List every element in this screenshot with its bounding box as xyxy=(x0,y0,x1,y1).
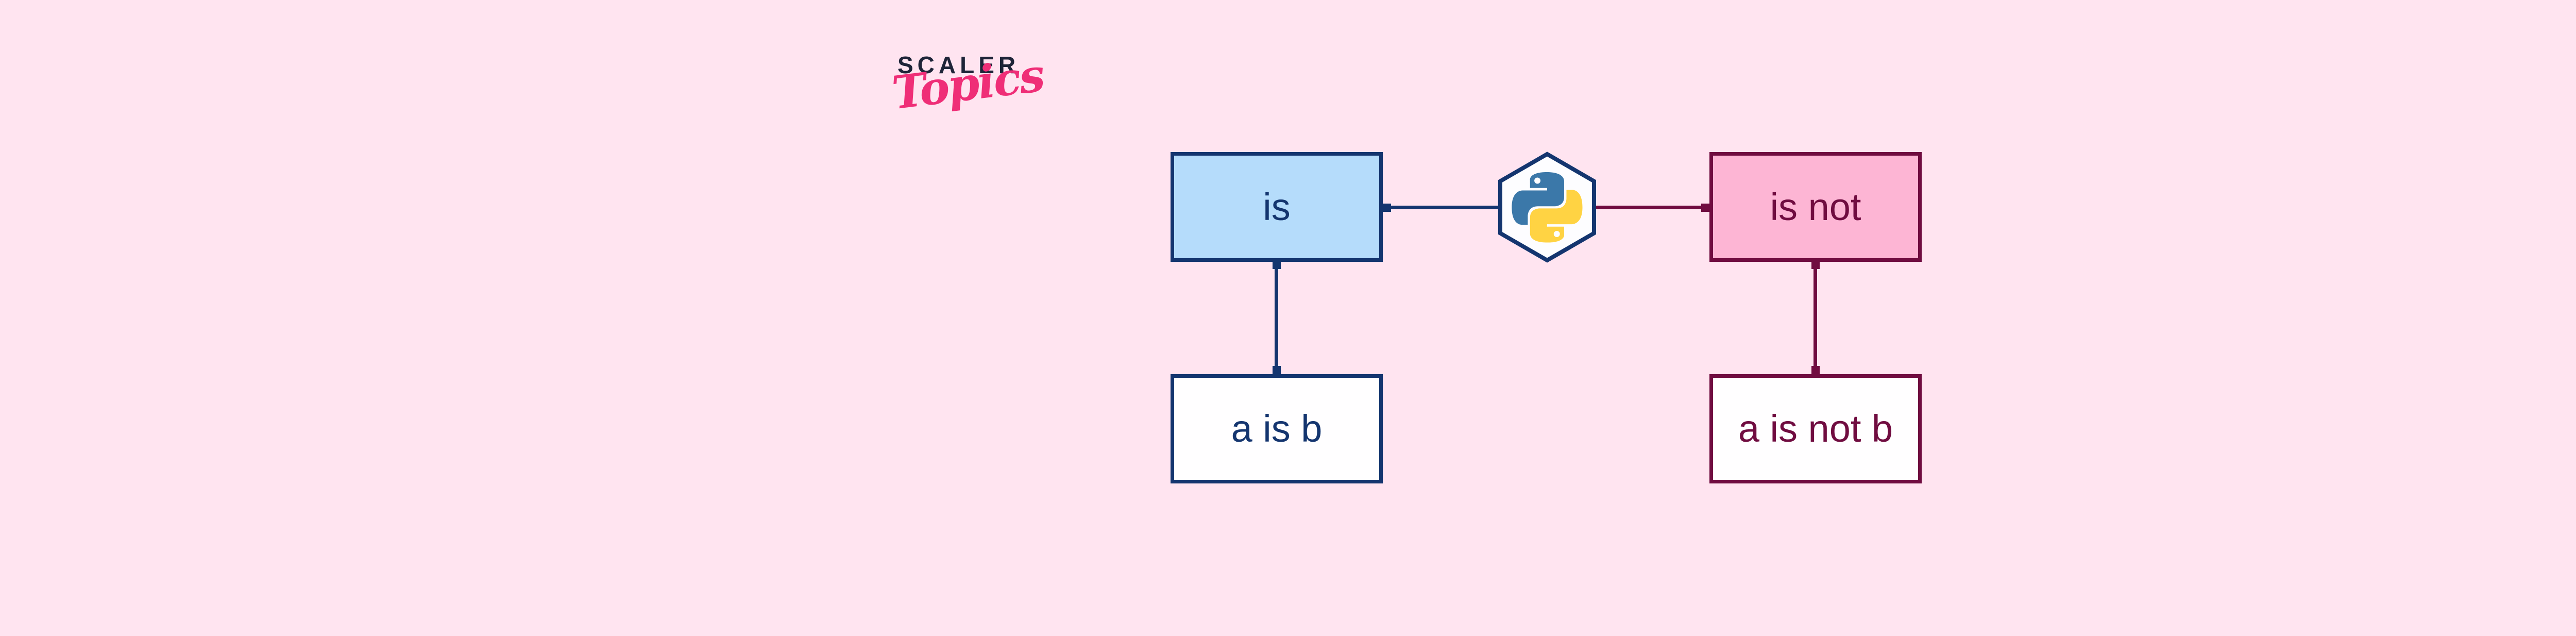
node-label: is xyxy=(1263,185,1291,228)
node-operator-is-not: is not xyxy=(1709,152,1922,262)
connector-knob xyxy=(1273,261,1281,269)
connector-badge-to-isnot xyxy=(1593,206,1709,209)
node-label: a is not b xyxy=(1738,407,1893,450)
connector-knob xyxy=(1383,204,1391,212)
connector-is-to-badge xyxy=(1383,206,1501,209)
scaler-topics-logo: SCALER Topics xyxy=(889,48,1046,120)
connector-isnot-to-example xyxy=(1814,262,1817,374)
node-label: a is b xyxy=(1231,407,1323,450)
node-example-a-is-b: a is b xyxy=(1171,374,1383,483)
connector-knob xyxy=(1701,204,1709,212)
hexagon-badge xyxy=(1498,152,1596,263)
node-example-a-is-not-b: a is not b xyxy=(1709,374,1922,483)
connector-knob xyxy=(1811,366,1820,374)
node-operator-is: is xyxy=(1171,152,1383,262)
connector-knob xyxy=(1811,261,1820,269)
logo-brand-text: SCALER xyxy=(897,52,1020,78)
node-label: is not xyxy=(1770,185,1861,228)
connector-knob xyxy=(1273,366,1281,374)
python-logo-icon xyxy=(1512,172,1583,243)
connector-is-to-example xyxy=(1275,262,1278,374)
